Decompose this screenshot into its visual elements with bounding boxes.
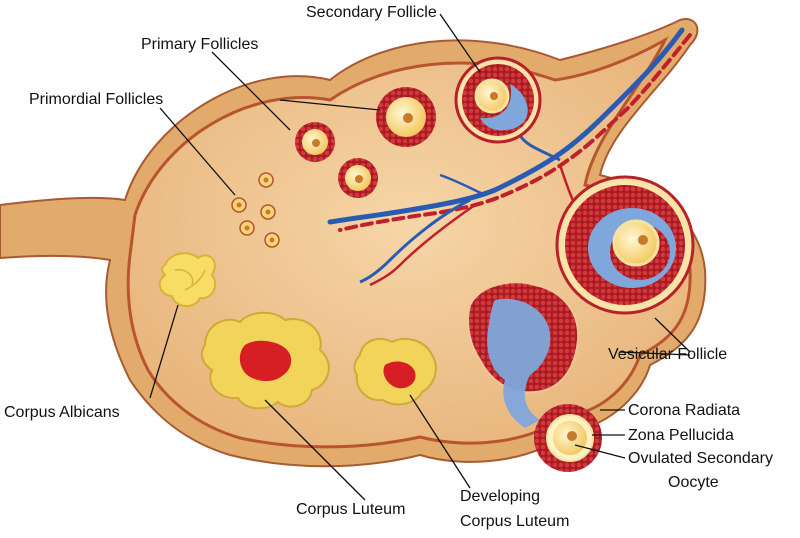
- primary-follicle: [376, 87, 436, 147]
- vein-branch: [359, 198, 471, 284]
- label-vesicular-follicle: Vesicular Follicle: [608, 346, 727, 363]
- primordial-follicle: [264, 232, 280, 248]
- artery-branch: [369, 203, 476, 287]
- artery: [338, 33, 692, 232]
- label-zona-pellucida: Zona Pellucida: [628, 427, 734, 444]
- primordial-follicle: [260, 204, 276, 220]
- label-corpus-albicans: Corpus Albicans: [4, 404, 120, 421]
- label-secondary-follicle: Secondary Follicle: [306, 4, 437, 21]
- corpus-albicans: [158, 252, 217, 307]
- vesicular-follicle: [555, 175, 695, 315]
- label-developing-corpus-luteum-line2: Corpus Luteum: [460, 513, 569, 530]
- primary-follicle: [295, 122, 335, 162]
- label-ovulated-secondary-oocyte-line1: Ovulated Secondary: [628, 450, 773, 467]
- developing-corpus-luteum: [353, 337, 437, 406]
- label-corpus-luteum: Corpus Luteum: [296, 501, 405, 518]
- ovulated-oocyte: [534, 404, 602, 472]
- leader-lines: [149, 13, 691, 501]
- primary-follicles: [295, 87, 436, 198]
- label-primordial-follicles: Primordial Follicles: [29, 91, 163, 108]
- primordial-follicle: [239, 220, 255, 236]
- blood-vessels: [327, 27, 692, 287]
- corpus-luteum: [200, 311, 330, 410]
- vein-branch-upper: [518, 134, 561, 162]
- primary-follicle: [338, 158, 378, 198]
- label-ovulated-secondary-oocyte-line2: Oocyte: [668, 474, 719, 491]
- ruptured-follicle: [467, 281, 580, 428]
- vein-branch-left: [439, 173, 486, 197]
- primordial-follicle: [231, 197, 247, 213]
- vein: [327, 27, 685, 225]
- label-primary-follicles: Primary Follicles: [141, 36, 258, 53]
- label-corona-radiata: Corona Radiata: [628, 402, 740, 419]
- labels: Secondary Follicle Primary Follicles Pri…: [4, 4, 773, 530]
- primordial-follicle: [258, 172, 274, 188]
- primordial-follicles: [231, 172, 280, 248]
- label-developing-corpus-luteum-line1: Developing: [460, 488, 540, 505]
- secondary-follicle: [454, 56, 542, 144]
